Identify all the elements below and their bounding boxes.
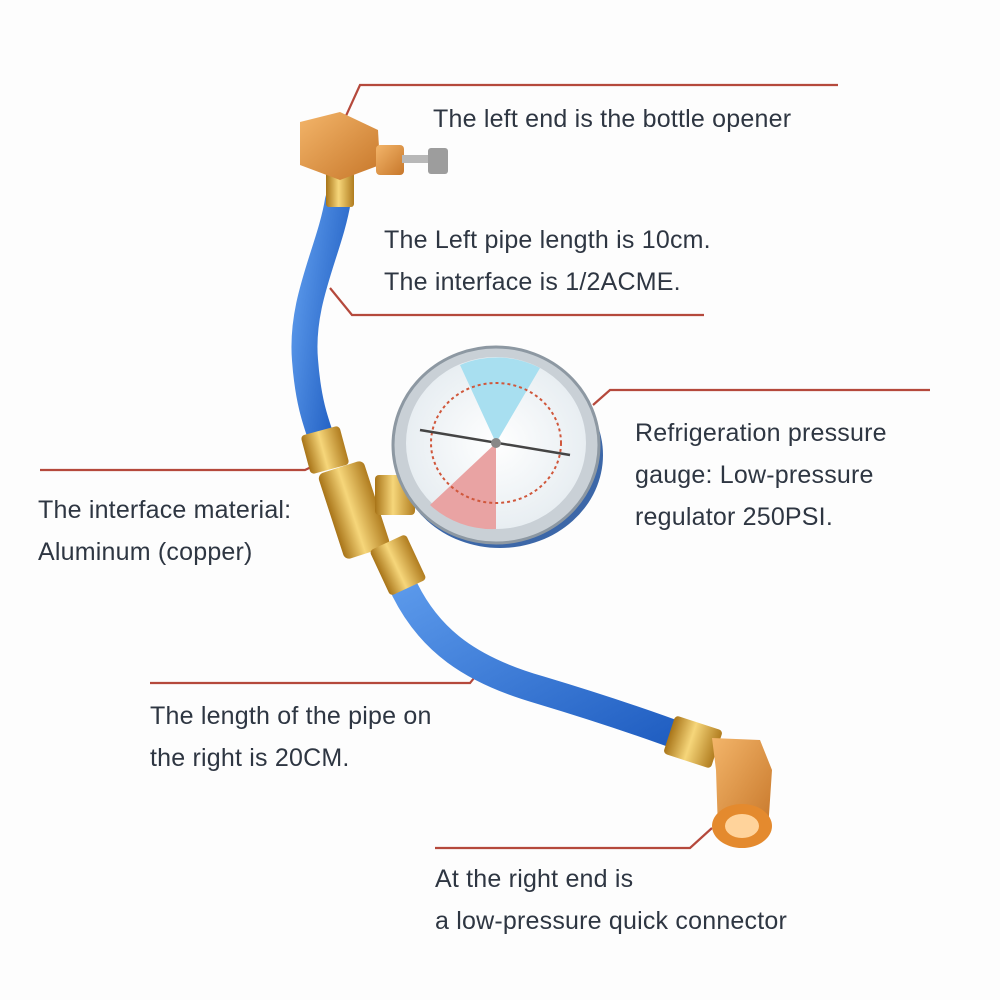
callout-text: the right is 20CM. xyxy=(150,744,350,772)
leader-line-interface xyxy=(40,457,331,472)
callout-interface-material: The interface material: Aluminum (copper… xyxy=(38,489,291,573)
callout-text: The Left pipe length is 10cm. xyxy=(384,226,711,254)
leader-line-left-pipe xyxy=(329,287,704,317)
leader-line-gauge xyxy=(592,388,930,406)
right-hose xyxy=(391,576,704,754)
callout-text: The interface is 1/2ACME. xyxy=(384,268,681,296)
pressure-gauge xyxy=(391,345,603,548)
callout-text: The interface material: xyxy=(38,496,292,524)
bottle-opener-fitting xyxy=(300,112,448,207)
leader-line-connector xyxy=(435,827,713,850)
left-hose xyxy=(291,187,351,453)
quick-connector xyxy=(664,716,772,848)
callout-quick-connector: At the right end is a low-pressure quick… xyxy=(435,858,787,942)
callout-bottle-opener: The left end is the bottle opener xyxy=(433,98,791,140)
callout-text: The length of the pipe on xyxy=(150,702,432,730)
leader-lines xyxy=(40,83,930,850)
callout-text: Refrigeration pressure xyxy=(635,419,887,447)
callout-text: Aluminum (copper) xyxy=(38,538,253,566)
callout-text: regulator 250PSI. xyxy=(635,503,833,531)
callout-text: The left end is the bottle opener xyxy=(433,105,792,133)
tee-fitting xyxy=(301,426,426,595)
callout-text: gauge: Low-pressure xyxy=(635,461,874,489)
callout-text: a low-pressure quick connector xyxy=(435,907,787,935)
callout-gauge: Refrigeration pressure gauge: Low-pressu… xyxy=(635,412,887,538)
callout-left-pipe: The Left pipe length is 10cm. The interf… xyxy=(384,219,711,303)
leader-line-right-pipe xyxy=(150,667,483,685)
callout-text: At the right end is xyxy=(435,865,634,893)
callout-right-pipe: The length of the pipe on the right is 2… xyxy=(150,695,432,779)
